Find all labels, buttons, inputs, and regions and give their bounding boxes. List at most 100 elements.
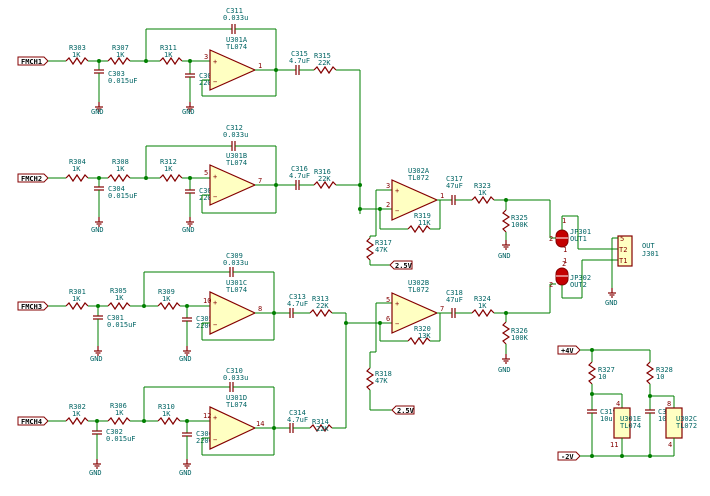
resistor-r307-value: 1K (116, 51, 125, 59)
power-section: +4V R327 10 R328 10 C319 10u 4 11 U301E … (557, 345, 697, 461)
cap-c313-ref: C313 (289, 293, 306, 301)
pin-label: 2 (549, 235, 553, 243)
bias-port-2v5-b[interactable] (391, 405, 415, 415)
resistor-r324-value: 1K (478, 302, 487, 310)
resistor-r305-value: 1K (115, 294, 124, 302)
pin-label: 11 (610, 441, 618, 449)
jumper-jp302-value: OUT2 (570, 281, 587, 289)
bias-port-2v5-a[interactable] (389, 260, 413, 270)
gnd-label: GND (179, 469, 192, 477)
cap-c309-ref: C309 (226, 252, 243, 260)
pin-label: 7 (440, 305, 444, 313)
cap-c303-ref: C303 (108, 70, 125, 78)
power-port-plus4v-label: +4V (561, 347, 574, 355)
opamp-u301b (209, 164, 257, 206)
gnd-label: GND (89, 469, 102, 477)
channel-2: FMCH2 R304 1K GND C304 0.015uF R308 1K C… (17, 124, 360, 234)
opamp-u301b-ref: U301B (226, 152, 247, 160)
pin-label: 3 (204, 53, 208, 61)
power-port-minus2v-label: -2V (561, 453, 574, 461)
opamp-u301d-value: TL074 (226, 401, 247, 409)
resistor-r303-ref: R303 (69, 44, 86, 52)
input-port-fmch3-label: FMCH3 (21, 303, 42, 311)
power-port-minus2v[interactable] (557, 451, 581, 461)
pin-label: 5 (204, 169, 208, 177)
pin-label: 12 (203, 412, 211, 420)
resistor-r318-value: 47K (375, 377, 388, 385)
resistor-r323-value: 1K (478, 189, 487, 197)
resistor-r319-value: 11K (418, 219, 431, 227)
resistor-r316-ref: R316 (314, 168, 331, 176)
resistor-r319-ref: R319 (414, 212, 431, 220)
connector-j301[interactable] (617, 235, 633, 267)
cap-c310-value: 0.033u (223, 374, 248, 382)
input-port-fmch2-label: FMCH2 (21, 175, 42, 183)
svg-text:−: − (395, 207, 399, 215)
pin-label: 5 (386, 296, 390, 304)
cap-c312-value: 0.033u (223, 131, 248, 139)
resistor-r301-ref: R301 (69, 288, 86, 296)
cap-c317-value: 47uF (446, 182, 463, 190)
svg-text:−: − (213, 78, 217, 86)
resistor-r313-value: 22K (316, 302, 329, 310)
opamp-u301c-ref: U301C (226, 279, 247, 287)
output-section: 1 2 JP301 OUT1 1 2 2 JP302 OUT2 1 5 T2 T… (549, 215, 659, 307)
gnd-label: GND (182, 108, 195, 116)
pin-label: 10 (203, 297, 211, 305)
resistor-r311-ref: R311 (160, 44, 177, 52)
resistor-r302-value: 1K (72, 410, 81, 418)
input-port-fmch3[interactable] (17, 301, 49, 311)
cap-c319-value: 10u (600, 415, 613, 423)
svg-text:+: + (213, 173, 217, 181)
opamp-u301a-value: TL074 (226, 43, 247, 51)
pin-label: 5 (620, 235, 624, 243)
cap-c312-ref: C312 (226, 124, 243, 132)
cap-c302-ref: C302 (106, 428, 123, 436)
svg-text:+: + (213, 299, 217, 307)
resistor-r317-value: 47K (375, 246, 388, 254)
cap-c301-value: 0.015uF (107, 321, 137, 329)
resistor-r312-value: 1K (164, 165, 173, 173)
resistor-r305-ref: R305 (110, 287, 127, 295)
resistor-r320-ref: R320 (414, 325, 431, 333)
mixer-a: R319 11K +− 3 2 1 U302A TL072 R317 47K 2… (359, 167, 556, 270)
opamp-u302c-value: TL072 (676, 422, 697, 430)
cap-c319-ref: C319 (600, 408, 617, 416)
gnd-label: GND (498, 366, 511, 374)
cap-c309-value: 0.033u (223, 259, 248, 267)
pin-label: T1 (619, 257, 627, 265)
resistor-r307-ref: R307 (112, 44, 129, 52)
pin-label: 8 (667, 400, 671, 408)
resistor-r309-value: 1K (162, 295, 171, 303)
input-port-fmch1[interactable] (17, 56, 49, 66)
opamp-u301e-ref: U301E (620, 415, 641, 423)
input-port-fmch1-label: FMCH1 (21, 58, 42, 66)
resistor-r311-value: 1K (164, 51, 173, 59)
cap-c305-value: 2200P (196, 322, 217, 330)
pin-label: 1 (258, 62, 262, 70)
resistor-r327-value: 10 (598, 373, 606, 381)
summing-nets (344, 70, 392, 428)
pin-label: 4 (616, 400, 620, 408)
svg-text:+: + (213, 414, 217, 422)
pin-label: 14 (256, 420, 264, 428)
pin-label: 7 (258, 177, 262, 185)
resistor-r306-value: 1K (115, 409, 124, 417)
cap-c314-ref: C314 (289, 409, 306, 417)
power-port-plus4v[interactable] (557, 345, 581, 355)
resistor-r313-ref: R313 (312, 295, 329, 303)
pin-label: 2 (386, 201, 390, 209)
channel-3: FMCH3 R301 1K GND C301 0.015uF R305 1K C… (17, 252, 346, 363)
opamp-u302a (391, 179, 439, 221)
resistor-r303-value: 1K (72, 51, 81, 59)
pin-label: 3 (386, 182, 390, 190)
opamp-u302b (391, 292, 439, 334)
input-port-fmch4[interactable] (17, 416, 49, 426)
bias-port-2v5-a-label: 2.5V (395, 262, 413, 270)
cap-c315-ref: C315 (291, 50, 308, 58)
resistor-r317-ref: R317 (375, 239, 392, 247)
channel-4: FMCH4 R302 1K GND C302 0.015uF R306 1K C… (17, 367, 346, 477)
input-port-fmch2[interactable] (17, 173, 49, 183)
mixer-b: R320 13K +− 5 6 7 U302B TL072 R318 47K 2… (365, 279, 556, 415)
